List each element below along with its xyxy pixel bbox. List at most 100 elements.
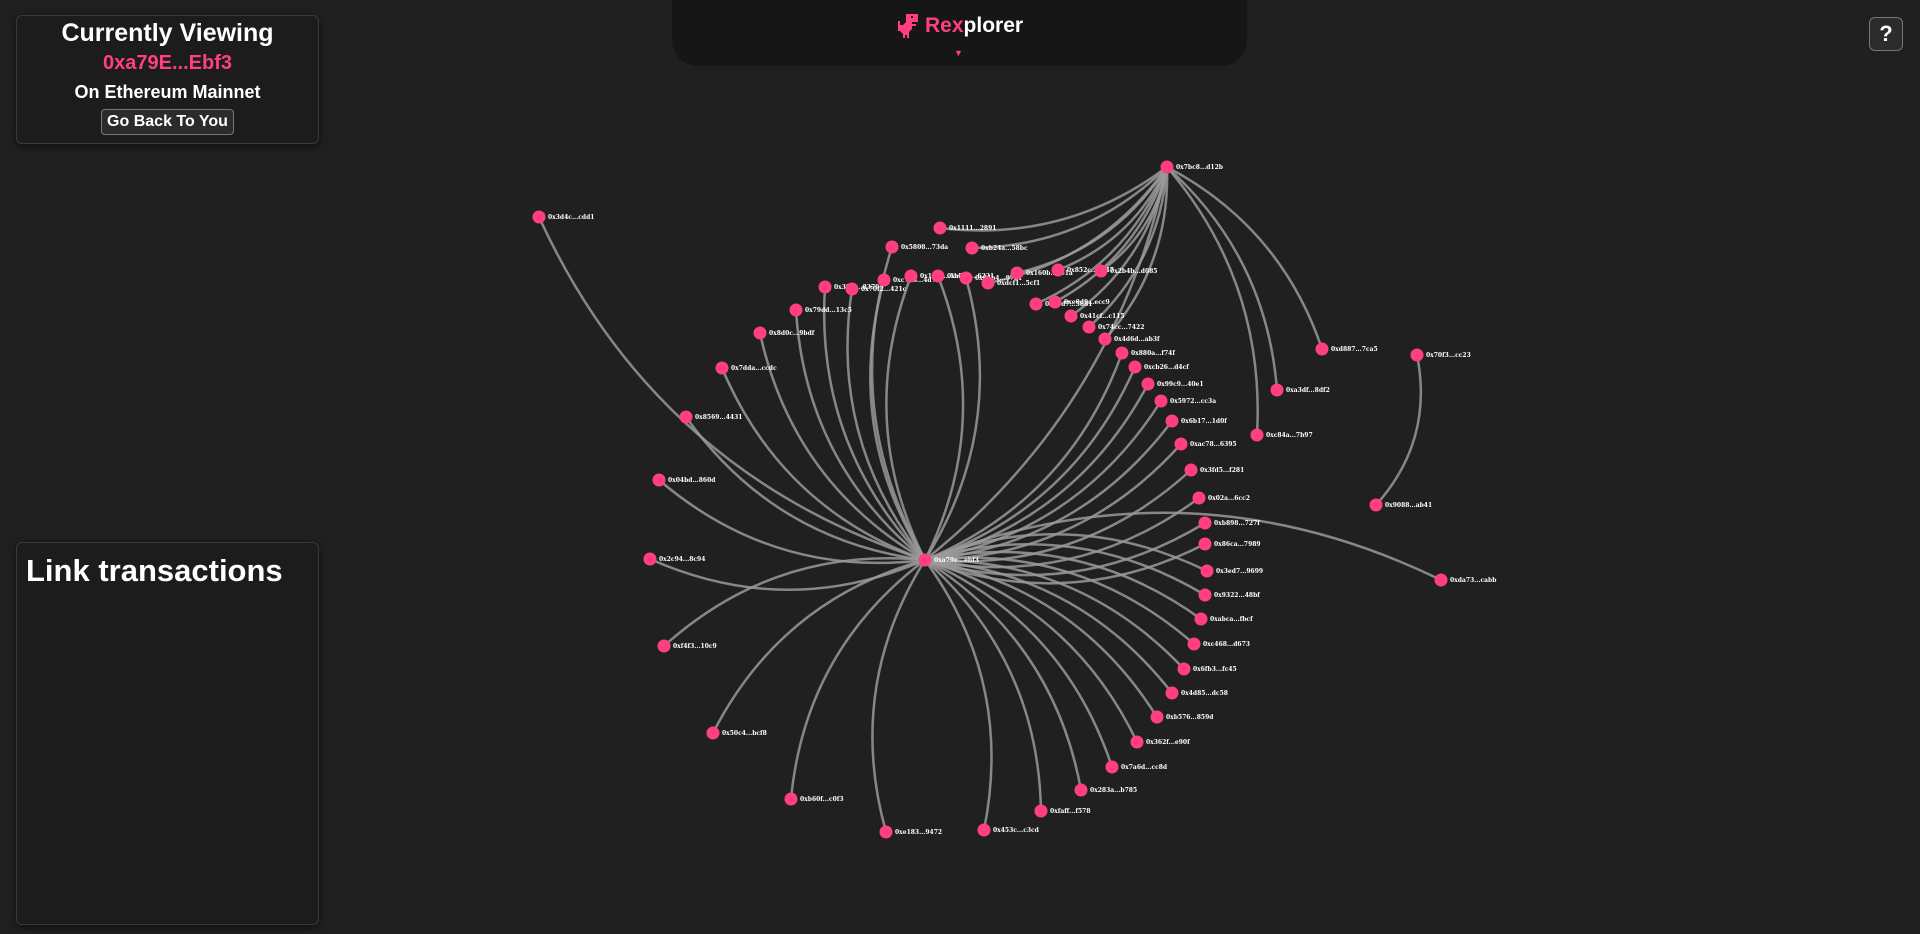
- graph-node[interactable]: 0x362f...e90f: [1130, 735, 1191, 749]
- graph-node[interactable]: 0x50c4...bcf8: [706, 726, 767, 740]
- graph-node-dot[interactable]: [1198, 516, 1212, 530]
- graph-node[interactable]: 0x02a...6cc2: [1192, 491, 1250, 505]
- graph-node-dot[interactable]: [1192, 491, 1206, 505]
- graph-node[interactable]: 0xdcf1...5cf1: [981, 276, 1041, 290]
- graph-node-dot[interactable]: [1048, 295, 1062, 309]
- graph-node[interactable]: 0x41cf...c115: [1064, 309, 1125, 323]
- graph-node-dot[interactable]: [918, 553, 932, 567]
- graph-node-dot[interactable]: [1174, 437, 1188, 451]
- graph-node-dot[interactable]: [1177, 662, 1191, 676]
- graph-node-dot[interactable]: [1165, 414, 1179, 428]
- graph-node-dot[interactable]: [643, 552, 657, 566]
- graph-node-dot[interactable]: [784, 792, 798, 806]
- graph-node[interactable]: 0x99c9...40e1: [1141, 377, 1204, 391]
- graph-node-dot[interactable]: [965, 241, 979, 255]
- graph-node[interactable]: 0x3ed7...9699: [1200, 564, 1264, 578]
- graph-node-dot[interactable]: [1194, 612, 1208, 626]
- graph-node-dot[interactable]: [1128, 360, 1142, 374]
- graph-node[interactable]: 0x453c...c3cd: [977, 823, 1040, 837]
- graph-node[interactable]: 0x70f3...cc23: [1410, 348, 1471, 362]
- graph-node[interactable]: 0x3fd5...f281: [1184, 463, 1245, 477]
- graph-node[interactable]: 0x2c94...8c94: [643, 552, 706, 566]
- graph-node-dot[interactable]: [1098, 332, 1112, 346]
- graph-node-dot[interactable]: [1369, 498, 1383, 512]
- graph-node[interactable]: 0x283a...b785: [1074, 783, 1138, 797]
- graph-node-dot[interactable]: [1198, 588, 1212, 602]
- graph-node-dot[interactable]: [1200, 564, 1214, 578]
- go-back-button[interactable]: Go Back To You: [101, 109, 234, 135]
- graph-node[interactable]: 0x1111...2891: [933, 221, 997, 235]
- graph-node[interactable]: 0x4d85...dc58: [1165, 686, 1228, 700]
- graph-node[interactable]: 0x3d4c...cdd1: [532, 210, 595, 224]
- graph-node-dot[interactable]: [1187, 637, 1201, 651]
- graph-node[interactable]: 0x79dd...13c5: [789, 303, 852, 317]
- graph-node[interactable]: 0xda73...cabb: [1434, 573, 1497, 587]
- graph-node-dot[interactable]: [1150, 710, 1164, 724]
- graph-node[interactable]: 0x84b4...97a1: [959, 271, 1023, 285]
- graph-node-dot[interactable]: [1115, 346, 1129, 360]
- graph-node[interactable]: 0xb60f...c0f3: [784, 792, 844, 806]
- graph-node-dot[interactable]: [1082, 320, 1096, 334]
- graph-node[interactable]: 0xf4f3...10c9: [657, 639, 717, 653]
- graph-node-dot[interactable]: [845, 282, 859, 296]
- graph-node[interactable]: 0x160b...1e1a: [1010, 266, 1073, 280]
- graph-node-dot[interactable]: [1315, 342, 1329, 356]
- graph-node[interactable]: 0xc468...d673: [1187, 637, 1250, 651]
- graph-node-dot[interactable]: [981, 276, 995, 290]
- graph-node-dot[interactable]: [532, 210, 546, 224]
- graph-node[interactable]: 0x04bd...860d: [652, 473, 717, 487]
- graph-node-dot[interactable]: [977, 823, 991, 837]
- graph-node[interactable]: 0xe183...9472: [879, 825, 943, 839]
- graph-node-dot[interactable]: [1165, 686, 1179, 700]
- graph-node[interactable]: 0x2b4b...d085: [1094, 264, 1158, 278]
- graph-node-dot[interactable]: [789, 303, 803, 317]
- graph-node-dot[interactable]: [959, 271, 973, 285]
- graph-node[interactable]: 0xabca...fbcf: [1194, 612, 1254, 626]
- graph-node[interactable]: 0xb24a...58bc: [965, 241, 1028, 255]
- graph-node[interactable]: 0x7bc8...d12b: [1160, 160, 1223, 174]
- graph-node[interactable]: 0xc77b...4d7c: [877, 273, 940, 287]
- viewed-address[interactable]: 0xa79E...Ebf3: [103, 52, 232, 74]
- graph-node-dot[interactable]: [879, 825, 893, 839]
- graph-node-dot[interactable]: [1250, 428, 1264, 442]
- chevron-down-icon[interactable]: ▼: [954, 48, 963, 58]
- help-button[interactable]: ?: [1869, 17, 1903, 51]
- graph-node[interactable]: 0xa3df...8df2: [1270, 383, 1330, 397]
- graph-node[interactable]: 0x7a6d...cc8d: [1105, 760, 1168, 774]
- graph-node[interactable]: 0xd887...7ca5: [1315, 342, 1378, 356]
- graph-node-dot[interactable]: [931, 269, 945, 283]
- graph-node-dot[interactable]: [1010, 266, 1024, 280]
- graph-node-dot[interactable]: [1141, 377, 1155, 391]
- graph-node-dot[interactable]: [1105, 760, 1119, 774]
- graph-node-dot[interactable]: [1160, 160, 1174, 174]
- graph-node[interactable]: 0x6b17...1d0f: [1165, 414, 1228, 428]
- graph-node-dot[interactable]: [1051, 263, 1065, 277]
- graph-node-dot[interactable]: [706, 726, 720, 740]
- graph-node[interactable]: 0xcb26...d4cf: [1128, 360, 1190, 374]
- graph-node-dot[interactable]: [877, 273, 891, 287]
- graph-node[interactable]: 0xac78...6395: [1174, 437, 1237, 451]
- graph-node-dot[interactable]: [1034, 804, 1048, 818]
- graph-node[interactable]: 0x8569...4431: [679, 410, 743, 424]
- graph-node-dot[interactable]: [1270, 383, 1284, 397]
- graph-node-dot[interactable]: [1410, 348, 1424, 362]
- graph-node-dot[interactable]: [904, 269, 918, 283]
- graph-node-dot[interactable]: [1184, 463, 1198, 477]
- graph-node[interactable]: 0x8d0c...9bdf: [753, 326, 815, 340]
- graph-node[interactable]: 0x9322...48bf: [1198, 588, 1261, 602]
- graph-node-dot[interactable]: [1064, 309, 1078, 323]
- graph-node[interactable]: 0xa79e...ebf3: [918, 553, 979, 567]
- graph-node-dot[interactable]: [652, 473, 666, 487]
- graph-node-dot[interactable]: [1434, 573, 1448, 587]
- graph-node-dot[interactable]: [1130, 735, 1144, 749]
- graph-node-dot[interactable]: [1198, 537, 1212, 551]
- graph-node[interactable]: 0x86ca...7989: [1198, 537, 1261, 551]
- graph-node[interactable]: 0x852c...6747: [1051, 263, 1114, 277]
- graph-node[interactable]: 0xc84a...7b97: [1250, 428, 1313, 442]
- graph-node[interactable]: 0xb898...727f: [1198, 516, 1261, 530]
- graph-node[interactable]: 0x9088...ab41: [1369, 498, 1433, 512]
- graph-node[interactable]: 0x6fb3...fc45: [1177, 662, 1237, 676]
